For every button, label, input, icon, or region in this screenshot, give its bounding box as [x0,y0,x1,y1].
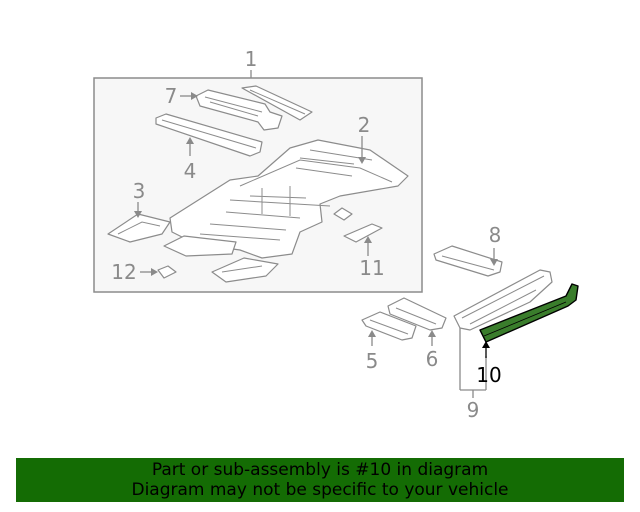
leader-8-arrow [490,259,498,266]
part-floor-rear-pieces[interactable] [163,235,279,283]
banner-line-2: Diagram may not be specific to your vehi… [131,480,509,500]
callout-11: 11 [359,256,384,280]
part-11-plate[interactable] [333,207,383,243]
leader-2-arrow [358,157,366,164]
leader-10-arrow [482,341,490,348]
callout-4: 4 [184,159,197,183]
part-4-crossmember[interactable] [155,113,263,157]
part-12-clip[interactable] [157,265,177,279]
leader-3-arrow [134,211,142,218]
callout-1: 1 [245,47,258,71]
leader-5-arrow [368,330,376,337]
callout-2: 2 [358,113,371,137]
part-5-bracket[interactable] [361,311,417,341]
callout-5: 5 [366,349,379,373]
callout-8: 8 [489,223,502,247]
callout-7: 7 [165,84,178,108]
leader-6-arrow [428,330,436,337]
callout-12: 12 [111,260,136,284]
banner-line-1: Part or sub-assembly is #10 in diagram [151,460,489,480]
part-8-bracket[interactable] [433,245,503,277]
part-9-rocker-panel[interactable] [453,269,553,331]
leader-12-arrow [151,268,158,276]
leader-11-arrow [364,236,372,243]
part-6-bracket[interactable] [387,297,447,331]
part-10-reinforcement-highlighted[interactable] [479,283,579,343]
callout-10: 10 [476,363,501,387]
leader-7-arrow [191,92,198,100]
callout-6: 6 [426,347,439,371]
leader-4-arrow [186,137,194,144]
callout-9: 9 [467,398,480,422]
callout-3: 3 [133,179,146,203]
part-7-crossmember[interactable] [195,85,313,131]
info-banner: Part or sub-assembly is #10 in diagram D… [16,458,624,502]
part-3-bracket[interactable] [107,213,171,243]
